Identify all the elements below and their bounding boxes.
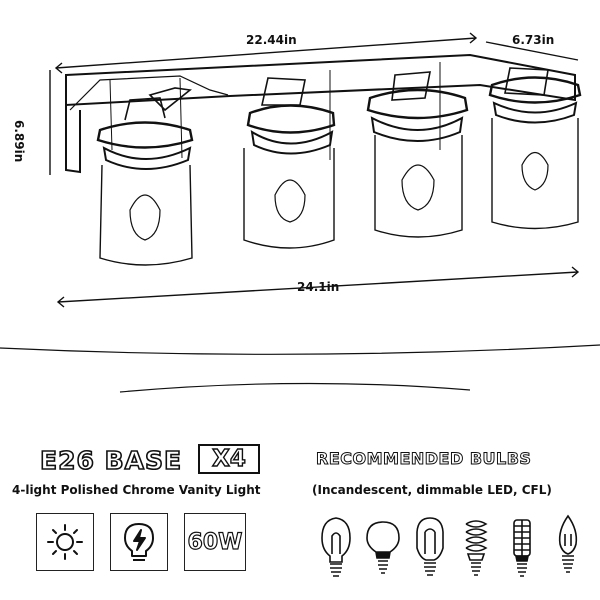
led-a19-bulb-icon xyxy=(366,521,400,574)
candle-bulb-icon xyxy=(558,514,578,573)
energy-badge xyxy=(110,513,168,571)
wattage-label: 60W xyxy=(187,529,243,555)
width-dimension-label: 22.44in xyxy=(246,33,297,47)
bulb-bolt-icon xyxy=(124,523,154,561)
sun-icon xyxy=(47,524,83,560)
corn-led-bulb-icon xyxy=(513,519,531,577)
base-count-box: X4 xyxy=(198,444,260,474)
vanity-light-illustration xyxy=(0,32,600,393)
brightness-badge xyxy=(36,513,94,571)
edison-bulb-icon xyxy=(321,517,351,577)
depth-dimension-label: 6.73in xyxy=(512,33,555,47)
height-dimension-label: 6.89in xyxy=(12,120,26,163)
cfl-spiral-bulb-icon xyxy=(465,520,488,576)
recommended-bulbs-subtitle: (Incandescent, dimmable LED, CFL) xyxy=(312,483,552,497)
wattage-badge: 60W xyxy=(184,513,246,571)
recommended-bulbs-title: RECOMMENDED BULBS xyxy=(315,449,532,469)
product-subtitle: 4-light Polished Chrome Vanity Light xyxy=(12,483,261,497)
base-heading: E26 BASE X4 xyxy=(39,444,260,476)
base-label: E26 BASE xyxy=(39,445,183,476)
st-edison-bulb-icon xyxy=(416,517,444,576)
total-width-dimension-label: 24.1in xyxy=(297,280,340,294)
